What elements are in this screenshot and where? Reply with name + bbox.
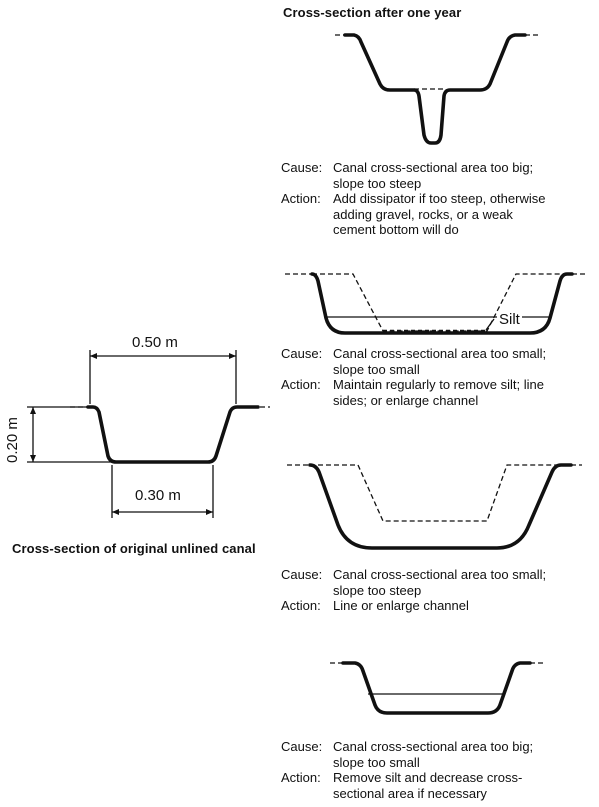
case-2-section <box>285 272 585 335</box>
cause-label: Cause: <box>281 739 323 754</box>
case-1-action-text: Add dissipator if too steep, otherwise a… <box>333 191 546 237</box>
depth-label: 0.20 m <box>4 417 21 463</box>
cause-label: Cause: <box>281 160 323 175</box>
silt-label: Silt <box>497 311 522 328</box>
action-label: Action: <box>281 377 321 392</box>
case-1-cause-text: Canal cross-sectional area too big; slop… <box>333 160 534 191</box>
case-2-cause-text: Canal cross-sectional area too small; sl… <box>333 346 547 377</box>
case-4-notes: Cause: Canal cross-sectional area too bi… <box>281 739 591 801</box>
case-1-cause-row: Cause: Canal cross-sectional area too bi… <box>281 160 591 191</box>
case-4-action-text: Remove silt and decrease cross- sectiona… <box>333 770 523 801</box>
case-1-notes: Cause: Canal cross-sectional area too bi… <box>281 160 591 238</box>
original-canal-title: Cross-section of original unlined canal <box>12 541 256 556</box>
case-3-action-row: Action: Line or enlarge channel <box>281 598 591 614</box>
case-4-section <box>330 661 543 715</box>
case-2-cause-row: Cause: Canal cross-sectional area too sm… <box>281 346 591 377</box>
case-2-original-profile-dashed <box>312 273 572 332</box>
case-2-action-row: Action: Maintain regularly to remove sil… <box>281 377 591 408</box>
action-label: Action: <box>281 598 321 613</box>
case-3-original-profile-dashed <box>310 464 571 522</box>
case-4-canal-profile <box>341 661 532 715</box>
case-3-action-text: Line or enlarge channel <box>333 598 469 613</box>
case-3-cause-text: Canal cross-sectional area too small; sl… <box>333 567 547 598</box>
case-2-action-text: Maintain regularly to remove silt; line … <box>333 377 544 408</box>
original-canal-profile <box>86 405 260 464</box>
top-title: Cross-section after one year <box>283 5 462 20</box>
cause-label: Cause: <box>281 567 323 582</box>
case-3-notes: Cause: Canal cross-sectional area too sm… <box>281 567 591 614</box>
cause-label: Cause: <box>281 346 323 361</box>
case-3-canal-profile <box>308 463 573 550</box>
case-2-notes: Cause: Canal cross-sectional area too sm… <box>281 346 591 408</box>
case-4-action-row: Action: Remove silt and decrease cross- … <box>281 770 591 801</box>
case-3-cause-row: Cause: Canal cross-sectional area too sm… <box>281 567 591 598</box>
silt-pointer <box>485 318 495 331</box>
top-width-label: 0.50 m <box>132 334 178 351</box>
action-label: Action: <box>281 770 321 785</box>
case-1-section <box>335 33 540 145</box>
case-4-cause-text: Canal cross-sectional area too big; slop… <box>333 739 534 770</box>
action-label: Action: <box>281 191 321 206</box>
case-3-section <box>287 463 582 550</box>
case-2-canal-profile <box>310 272 574 335</box>
original-canal-section <box>27 350 270 518</box>
case-1-canal-profile <box>343 33 527 145</box>
case-4-cause-row: Cause: Canal cross-sectional area too bi… <box>281 739 591 770</box>
bottom-width-label: 0.30 m <box>135 487 181 504</box>
case-1-action-row: Action: Add dissipator if too steep, oth… <box>281 191 591 238</box>
